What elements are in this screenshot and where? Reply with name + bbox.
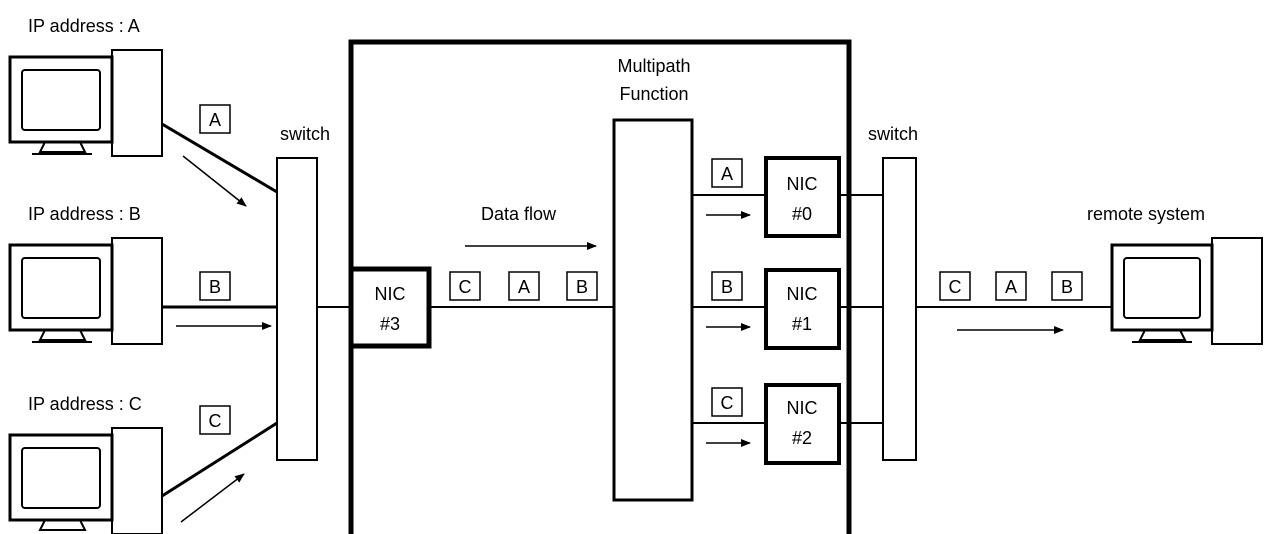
center-packet-box-1 bbox=[449, 271, 481, 301]
nic-3-line2: #3 bbox=[380, 314, 400, 334]
nic-3-line1: NIC bbox=[375, 284, 406, 304]
host-a: IP address : A A bbox=[8, 16, 278, 207]
nic-1-group: B NIC #1 bbox=[692, 268, 883, 350]
data-flow-label: Data flow bbox=[481, 204, 557, 224]
multipath-line2: Function bbox=[619, 84, 688, 104]
switch-left-label: switch bbox=[280, 124, 330, 144]
switch-right bbox=[882, 157, 917, 461]
remote-packet-box-2 bbox=[995, 271, 1027, 301]
switch-left bbox=[276, 157, 318, 461]
host-b-tower bbox=[111, 237, 163, 345]
center-packet-box-3 bbox=[566, 271, 598, 301]
nic-2-packet-box bbox=[711, 387, 743, 417]
remote-packet-3: B bbox=[1061, 277, 1073, 297]
nic-2-line1: NIC bbox=[787, 398, 818, 418]
host-b-stand bbox=[38, 329, 87, 341]
host-a-stand bbox=[38, 141, 87, 153]
nic-0-line2: #0 bbox=[792, 204, 812, 224]
packet-label-a: A bbox=[209, 110, 221, 130]
nic-2-packet: C bbox=[721, 393, 734, 413]
host-b: IP address : B B bbox=[8, 204, 277, 345]
nic-2-group: C NIC #2 bbox=[692, 383, 883, 465]
host-c-stand bbox=[38, 519, 87, 531]
host-c: IP address : C C bbox=[8, 394, 278, 534]
host-a-screen bbox=[21, 69, 101, 131]
packet-box-a bbox=[199, 104, 231, 134]
flow-arrow-a bbox=[182, 155, 247, 207]
nic-1 bbox=[764, 268, 841, 350]
host-c-label: IP address : C bbox=[28, 394, 142, 414]
host-a-label: IP address : A bbox=[28, 16, 140, 36]
nic-0-line1: NIC bbox=[787, 174, 818, 194]
packet-box-c bbox=[199, 405, 231, 435]
remote-packet-box-3 bbox=[1051, 271, 1083, 301]
remote-system: remote system bbox=[1087, 204, 1263, 345]
center-packet-1: C bbox=[459, 277, 472, 297]
nic-3 bbox=[348, 266, 432, 349]
center-packet-2: A bbox=[518, 277, 530, 297]
packet-label-b: B bbox=[209, 277, 221, 297]
multipath-function bbox=[612, 118, 694, 502]
host-c-tower bbox=[111, 427, 163, 534]
remote-stand bbox=[1138, 329, 1187, 341]
nic-1-line1: NIC bbox=[787, 284, 818, 304]
host-c-screen bbox=[21, 447, 101, 509]
remote-packet-1: C bbox=[949, 277, 962, 297]
nic-0 bbox=[764, 156, 841, 238]
nic-0-packet: A bbox=[721, 164, 733, 184]
link-c bbox=[161, 421, 278, 498]
nic-2-line2: #2 bbox=[792, 428, 812, 448]
nic-1-packet: B bbox=[721, 277, 733, 297]
remote-packet-box-1 bbox=[939, 271, 971, 301]
center-packet-3: B bbox=[576, 277, 588, 297]
host-b-label: IP address : B bbox=[28, 204, 141, 224]
nic-0-packet-box bbox=[711, 158, 743, 188]
nic-0-group: A NIC #0 bbox=[692, 156, 883, 238]
multipath-line1: Multipath bbox=[617, 56, 690, 76]
host-b-screen bbox=[21, 257, 101, 319]
packet-box-b bbox=[199, 271, 231, 301]
host-a-tower bbox=[111, 49, 163, 157]
nic-1-line2: #1 bbox=[792, 314, 812, 334]
remote-tower bbox=[1211, 237, 1263, 345]
remote-system-label: remote system bbox=[1087, 204, 1205, 224]
nic-1-packet-box bbox=[711, 271, 743, 301]
remote-packet-2: A bbox=[1005, 277, 1017, 297]
remote-screen bbox=[1123, 257, 1201, 319]
link-a bbox=[161, 122, 278, 194]
switch-right-label: switch bbox=[868, 124, 918, 144]
nic-2 bbox=[764, 383, 841, 465]
packet-label-c: C bbox=[209, 411, 222, 431]
flow-arrow-c bbox=[180, 473, 245, 523]
center-packet-box-2 bbox=[508, 271, 540, 301]
